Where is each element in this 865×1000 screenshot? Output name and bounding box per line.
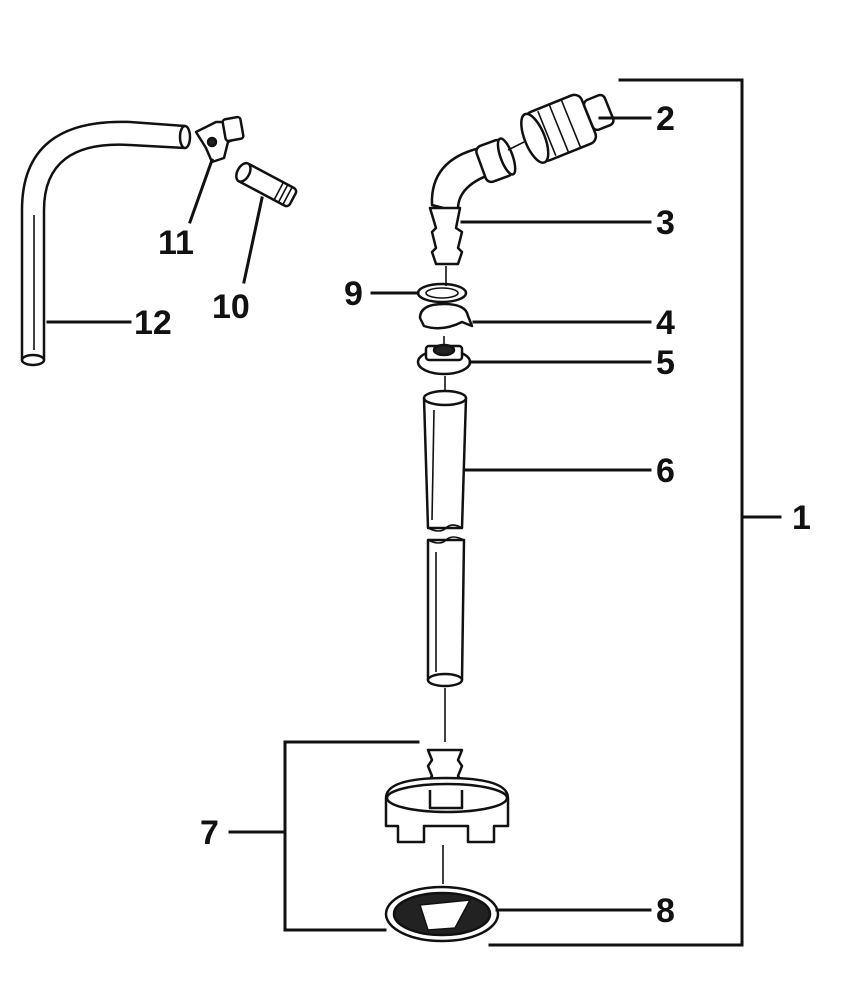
part-8-strainer-disc: [384, 885, 500, 943]
label-12: 12: [134, 304, 172, 342]
callout-labels: 1 2 3 4 5 6 7 8 9 10 11 12: [134, 100, 811, 930]
part-12-bent-tube: [20, 120, 192, 367]
alignment-axes: [442, 141, 525, 884]
label-8: 8: [656, 892, 675, 930]
part-3-curved-elbow: [428, 137, 517, 266]
part-11-elbow-fitting: [194, 115, 245, 164]
part-6-tube: [422, 389, 468, 688]
part-4-snap-ring: [418, 302, 474, 330]
part-9-o-ring: [416, 282, 468, 304]
assembly-1-bracket: [488, 78, 782, 947]
part-10-threaded-nozzle: [235, 161, 298, 208]
label-11: 11: [158, 224, 194, 262]
label-3: 3: [656, 204, 675, 242]
label-1: 1: [792, 499, 811, 537]
label-9: 9: [344, 275, 363, 313]
leader-lines: [46, 116, 652, 912]
label-5: 5: [656, 344, 675, 382]
assembly-7-bracket: [228, 740, 420, 932]
label-7: 7: [200, 814, 219, 852]
label-4: 4: [656, 304, 675, 342]
label-6: 6: [656, 452, 675, 490]
label-2: 2: [656, 100, 675, 138]
part-5-ferrule: [416, 343, 472, 376]
part-2-coupling-nut: [520, 93, 615, 164]
part-7-base-fitting: [384, 748, 510, 844]
label-10: 10: [212, 288, 250, 326]
